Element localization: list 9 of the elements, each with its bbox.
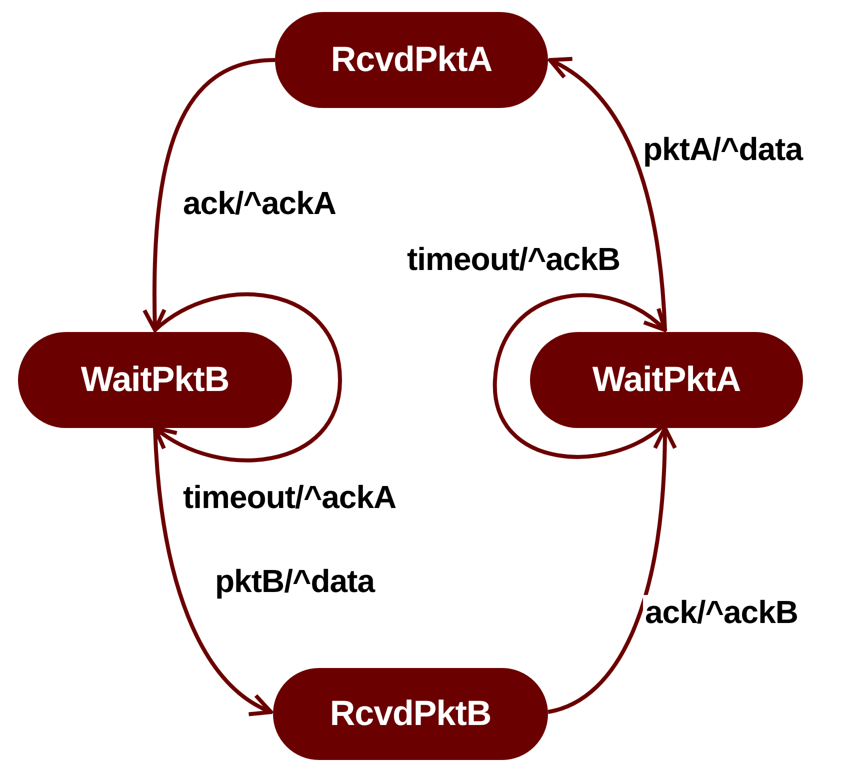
transition-arrow (547, 426, 677, 714)
state-name: WaitPktB (80, 360, 230, 400)
state-name: RcvdPktA (330, 40, 492, 80)
self-loop-arrow (153, 292, 342, 462)
transition-arrow (142, 58, 276, 332)
self-loop-arrow (493, 293, 667, 459)
transition-arrow (548, 58, 667, 330)
state-name: RcvdPktB (330, 694, 492, 734)
state-name: WaitPktA (592, 360, 741, 400)
